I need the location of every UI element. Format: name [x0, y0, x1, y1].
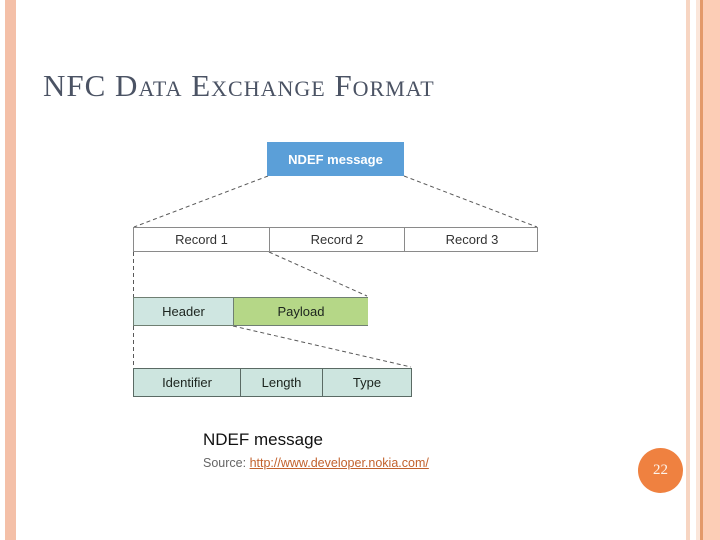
record-expansion-row: Header Payload [133, 297, 368, 326]
identifier-cell: Identifier [162, 375, 212, 390]
right-stripe-2 [696, 0, 700, 540]
record-1-cell: Record 1 [175, 232, 228, 247]
slide-title: NFC Data Exchange Format [43, 68, 435, 103]
right-stripe-gap [690, 0, 696, 540]
ndef-message-box: NDEF message [267, 142, 404, 176]
source-link[interactable]: http://www.developer.nokia.com/ [249, 456, 429, 470]
right-stripe-1 [686, 0, 690, 540]
right-stripe-4 [703, 0, 720, 540]
left-accent-bar [5, 0, 16, 540]
record-3-cell: Record 3 [404, 228, 539, 251]
diagram-caption: NDEF message [203, 430, 323, 449]
type-cell: Type [322, 369, 411, 396]
payload-cell: Payload [233, 298, 368, 325]
page-number-badge: 22 [638, 448, 683, 493]
header-cell: Header [134, 298, 233, 325]
record-2-cell: Record 2 [269, 228, 404, 251]
header-expansion-row: Identifier Length Type [133, 368, 412, 397]
source-label: Source: [203, 456, 247, 470]
records-row: Record 1 Record 2 Record 3 [133, 227, 538, 252]
source-line: Source: http://www.developer.nokia.com/ [203, 456, 429, 470]
right-stripe-3 [700, 0, 703, 540]
right-accent-stripes [686, 0, 720, 540]
length-cell: Length [240, 369, 322, 396]
